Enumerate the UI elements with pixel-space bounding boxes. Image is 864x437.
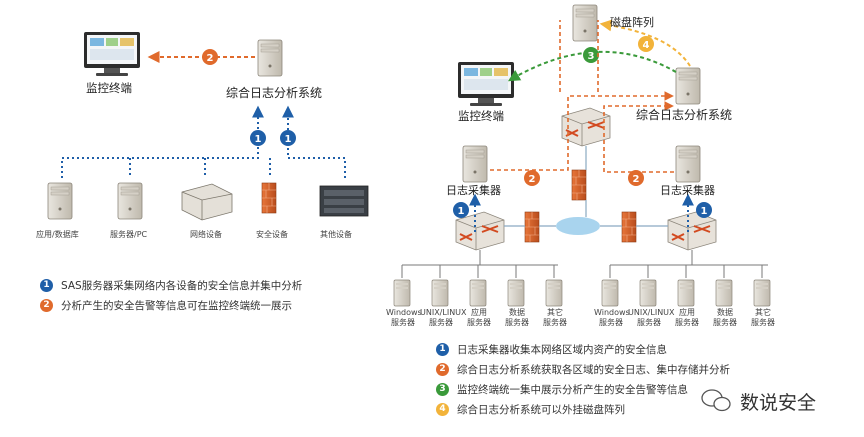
collector-right-label: 日志采集器 — [660, 184, 715, 197]
flow-4-arrow — [599, 19, 691, 67]
server-label: 其它服务器 — [543, 308, 567, 327]
step-badge: 2 — [40, 299, 53, 312]
collector-left-label: 日志采集器 — [446, 184, 501, 197]
right-data-server-icon — [715, 279, 733, 307]
device-label: 服务器/PC — [110, 230, 148, 239]
legend-text: 日志采集器收集本网络区域内资产的安全信息 — [457, 344, 667, 356]
svg-text:2: 2 — [633, 174, 640, 185]
left-step-2-badge — [202, 49, 218, 65]
device-label: 其他设备 — [320, 230, 352, 239]
svg-text:1: 1 — [255, 134, 262, 145]
svg-text:4: 4 — [643, 40, 650, 51]
right-legend-item: 4 综合日志分析系统可以外挂磁盘阵列 — [436, 402, 625, 417]
right-monitor-label: 监控终端 — [458, 109, 504, 123]
right-unix-server-icon — [639, 279, 657, 307]
right-other-server-icon — [753, 279, 771, 307]
right-area-firewall-icon — [621, 211, 637, 243]
step-badge: 2 — [436, 363, 449, 376]
step-badge: 4 — [436, 403, 449, 416]
step-4-badge — [638, 36, 654, 52]
svg-text:1: 1 — [285, 134, 292, 145]
db-server-icon — [47, 182, 73, 220]
step-badge: 1 — [40, 279, 53, 292]
right-diagram: 3 4 2 2 1 1 — [393, 4, 771, 307]
left-legend-item: 1 SAS服务器采集网络内各设备的安全信息并集中分析 — [40, 278, 302, 293]
right-legend-item: 3 监控终端统一集中展示分析产生的安全告警等信息 — [436, 382, 688, 397]
left-step-1b-badge — [280, 130, 296, 146]
device-label: 应用/数据库 — [36, 230, 79, 239]
left-bus-left — [61, 105, 264, 178]
disk-array-label: 磁盘阵列 — [610, 16, 654, 29]
server-label: 其它服务器 — [751, 308, 775, 327]
other-device-icon — [319, 185, 369, 217]
watermark-text: 数说安全 — [740, 392, 817, 414]
wechat-logo-icon — [701, 389, 731, 412]
step-2-right-badge — [628, 170, 644, 186]
right-app-server-icon — [677, 279, 695, 307]
cloud-icon — [556, 217, 600, 235]
legend-text: 监控终端统一集中展示分析产生的安全告警等信息 — [457, 384, 688, 396]
right-monitor-icon — [458, 62, 514, 106]
server-label: 应用服务器 — [467, 308, 491, 327]
legend-text: SAS服务器采集网络内各设备的安全信息并集中分析 — [61, 280, 303, 292]
left-area-firewall-icon — [524, 211, 540, 243]
legend-text: 综合日志分析系统获取各区域的安全日志、集中存储并分析 — [457, 364, 730, 376]
svg-text:1: 1 — [701, 206, 708, 217]
svg-text:1: 1 — [458, 206, 465, 217]
legend-text: 综合日志分析系统可以外挂磁盘阵列 — [457, 404, 625, 416]
collector-right-icon — [675, 145, 701, 183]
step-badge: 3 — [436, 383, 449, 396]
right-legend-item: 2 综合日志分析系统获取各区域的安全日志、集中存储并分析 — [436, 362, 730, 377]
pc-server-icon — [117, 182, 143, 220]
svg-text:2: 2 — [207, 53, 214, 64]
core-firewall-icon — [571, 169, 587, 201]
step-1-left-badge — [453, 202, 469, 218]
device-label: 网络设备 — [190, 230, 222, 239]
right-analysis-server-icon — [675, 67, 701, 105]
collector-left-icon — [462, 145, 488, 183]
left-diagram: 2 1 1 — [47, 32, 369, 221]
svg-text:2: 2 — [529, 174, 536, 185]
device-label: 安全设备 — [256, 230, 288, 239]
left-bus-right — [282, 105, 346, 178]
right-legend-item: 1 日志采集器收集本网络区域内资产的安全信息 — [436, 342, 667, 357]
left-area-router-icon — [455, 211, 505, 251]
left-app-server-icon — [469, 279, 487, 307]
svg-text:3: 3 — [588, 51, 595, 62]
server-label: 数据服务器 — [713, 308, 737, 327]
left-data-server-icon — [507, 279, 525, 307]
legend-text: 分析产生的安全告警等信息可在监控终端统一展示 — [61, 300, 292, 312]
left-monitor-label: 监控终端 — [86, 81, 132, 95]
core-router-icon — [561, 107, 611, 147]
left-unix-server-icon — [431, 279, 449, 307]
security-device-icon — [261, 182, 277, 214]
right-windows-server-icon — [601, 279, 619, 307]
right-analysis-label: 综合日志分析系统 — [636, 108, 733, 122]
server-label: 应用服务器 — [675, 308, 699, 327]
left-analysis-label: 综合日志分析系统 — [226, 86, 323, 100]
step-badge: 1 — [436, 343, 449, 356]
left-monitor-icon — [84, 32, 140, 76]
left-legend-item: 2 分析产生的安全告警等信息可在监控终端统一展示 — [40, 298, 292, 313]
disk-array-icon — [572, 4, 598, 42]
server-label: 数据服务器 — [505, 308, 529, 327]
left-analysis-server-icon — [257, 39, 283, 77]
network-device-icon — [181, 183, 233, 221]
step-1-right-badge — [696, 202, 712, 218]
step-2-left-badge — [524, 170, 540, 186]
left-step-1a-badge — [250, 130, 266, 146]
step-3-badge — [583, 47, 599, 63]
right-area-router-icon — [667, 211, 717, 251]
left-other-server-icon — [545, 279, 563, 307]
left-windows-server-icon — [393, 279, 411, 307]
